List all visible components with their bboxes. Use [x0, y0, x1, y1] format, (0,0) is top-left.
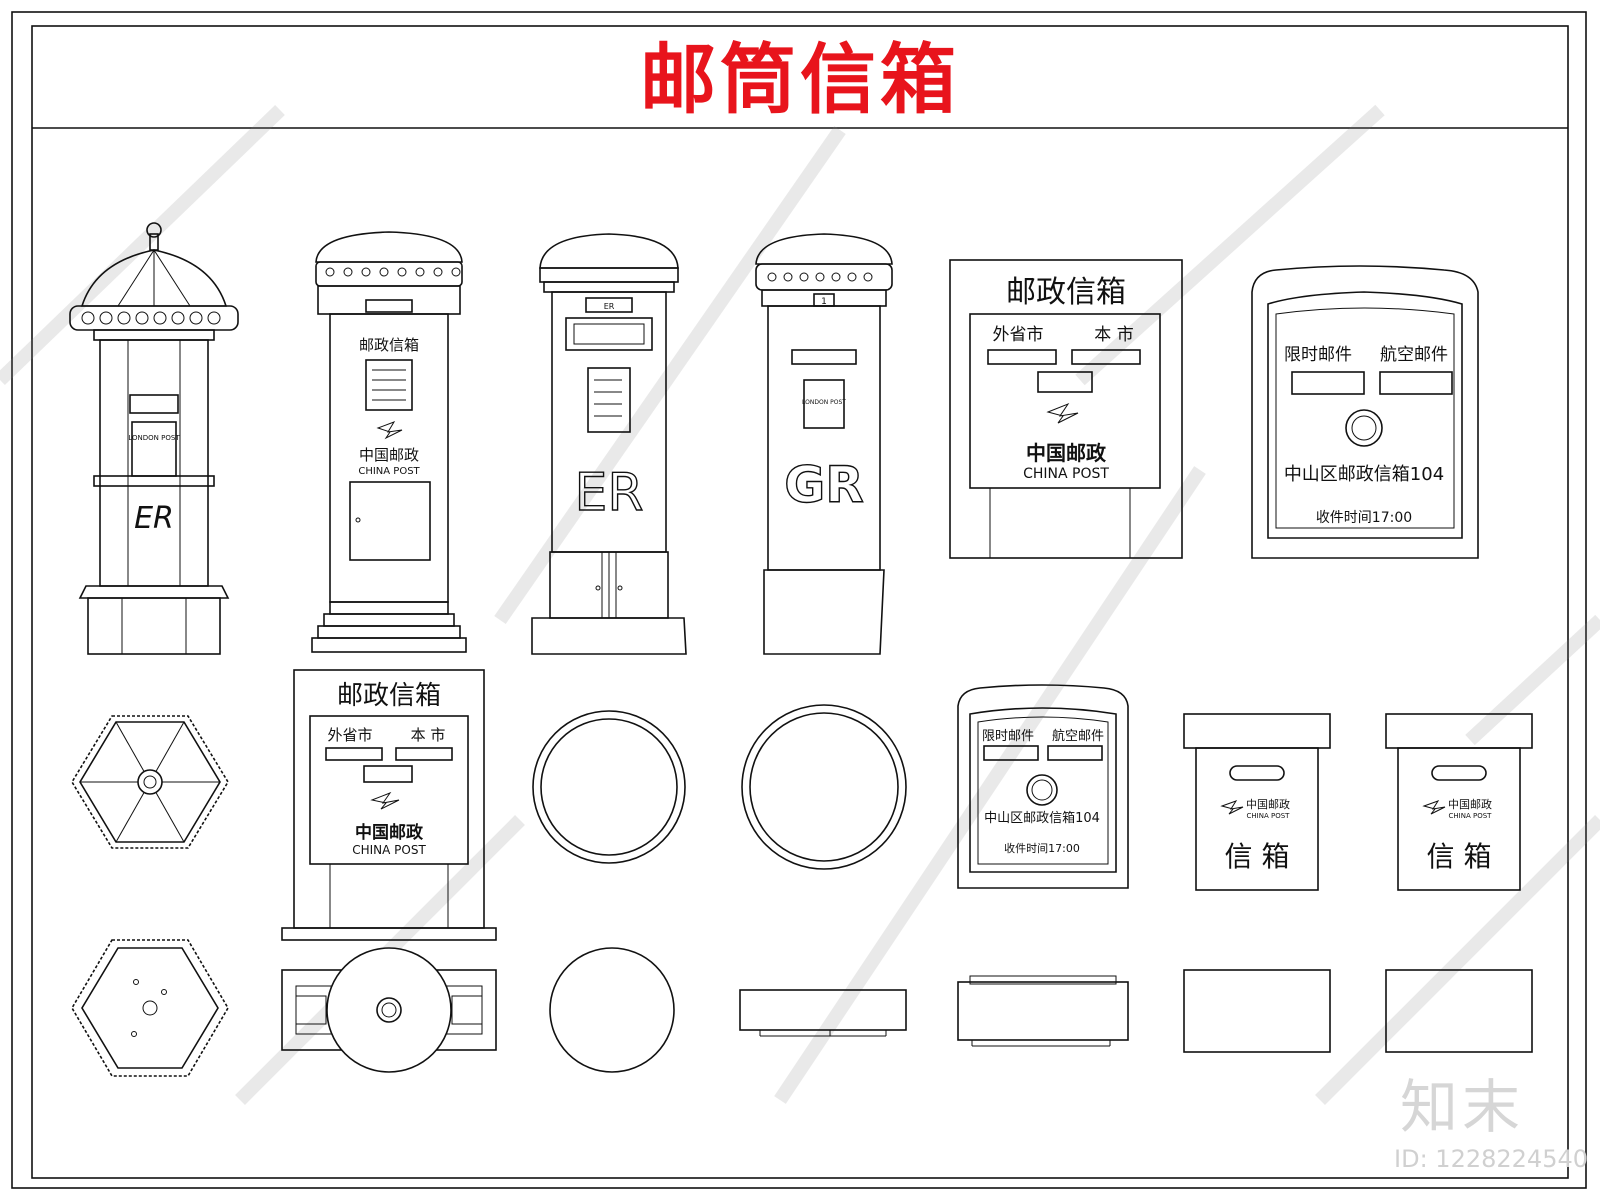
pillar-box-china-post-elevation: 邮政信箱 中国邮政 CHINA POST — [311, 231, 467, 653]
pillar-box-gr-elevation: 1 LONDON POST GR — [755, 233, 893, 655]
china-post-en-5: CHINA POST — [1449, 812, 1493, 820]
er-cipher: ER — [134, 501, 174, 536]
mailbox-left-top-view — [1183, 969, 1331, 1053]
china-post-cn-4: 中国邮政 — [1246, 797, 1290, 811]
gr-box-top-view — [741, 704, 907, 870]
china-post-en-4: CHINA POST — [1247, 812, 1291, 820]
er-cipher-large: ER — [575, 463, 644, 523]
mailbox-xinxiang-right: 中国邮政 CHINA POST 信 箱 — [1385, 713, 1533, 891]
er-box-top-view — [532, 710, 686, 864]
inner-frame — [31, 25, 1569, 1179]
local-city-label-2: 本 市 — [411, 726, 446, 744]
limited-mail-label-2: 限时邮件 — [982, 729, 1034, 744]
out-province-label-1: 外省市 — [993, 325, 1044, 345]
london-post-label-2: LONDON POST — [802, 399, 846, 406]
zhongshan-box-top-view — [957, 975, 1129, 1047]
wall-box-zhongshan-large: 限时邮件 航空邮件 中山区邮政信箱104 收件时间17:00 — [1251, 265, 1479, 559]
zhongshan-label-1: 中山区邮政信箱104 — [1284, 464, 1444, 485]
watermark-logo: 知末 — [1400, 1073, 1525, 1141]
hexagonal-box-base-top-view — [71, 939, 229, 1077]
er-small-plate: ER — [604, 302, 615, 311]
china-post-box-top-view — [281, 947, 497, 1073]
outer-frame — [11, 11, 1587, 1189]
mailbox-label-1: 信 箱 — [1225, 840, 1290, 873]
zhongshan-label-2: 中山区邮政信箱104 — [984, 810, 1100, 826]
pillar-box-er-cabinet-elevation: ER ER — [531, 233, 687, 655]
mailbox-xinxiang-left: 中国邮政 CHINA POST 信 箱 — [1183, 713, 1331, 891]
out-province-label-2: 外省市 — [327, 726, 372, 744]
china-post-cn-2: 中国邮政 — [1026, 441, 1107, 465]
air-mail-label-2: 航空邮件 — [1052, 728, 1104, 744]
pillar-box-hexagonal-elevation: LONDON POST ER — [69, 222, 239, 655]
mailbox-right-top-view — [1385, 969, 1533, 1053]
gr-box-base-top-view — [739, 989, 907, 1037]
wall-postal-box-small: 邮政信箱 外省市 本 市 中国邮政 CHINA POST — [281, 669, 497, 941]
wall-postal-box-large: 邮政信箱 外省市 本 市 中国邮政 CHINA POST — [949, 259, 1183, 559]
er-box-base-top-view — [549, 947, 675, 1073]
pickup-time-2: 收件时间17:00 — [1004, 841, 1080, 855]
hexagonal-box-top-view — [71, 715, 229, 849]
pickup-time-1: 收件时间17:00 — [1316, 510, 1412, 526]
china-post-cn-5: 中国邮政 — [1448, 797, 1492, 811]
china-post-cn-3: 中国邮政 — [355, 822, 424, 843]
pillar-box-small-label: 邮政信箱 — [359, 336, 419, 354]
postal-box-title-large: 邮政信箱 — [1006, 275, 1126, 310]
london-post-label: LONDON POST — [128, 434, 180, 442]
mailbox-label-2: 信 箱 — [1427, 840, 1492, 873]
watermark-pattern — [0, 104, 1600, 1105]
asset-id: ID: 1228224540 — [1394, 1145, 1588, 1173]
wall-box-zhongshan-small: 限时邮件 航空邮件 中山区邮政信箱104 收件时间17:00 — [957, 684, 1129, 889]
page-title: 邮筒信箱 — [640, 35, 960, 124]
local-city-label-1: 本 市 — [1094, 325, 1133, 345]
gr-cipher: GR — [784, 456, 864, 514]
china-post-en-2: CHINA POST — [1023, 466, 1109, 482]
plate-one: 1 — [821, 297, 827, 307]
air-mail-label-1: 航空邮件 — [1380, 345, 1448, 365]
china-post-cn-1: 中国邮政 — [359, 446, 419, 464]
china-post-en-1: CHINA POST — [358, 466, 420, 477]
china-post-en-3: CHINA POST — [352, 843, 426, 857]
limited-mail-label-1: 限时邮件 — [1284, 345, 1352, 365]
postal-box-title-small: 邮政信箱 — [337, 681, 441, 711]
